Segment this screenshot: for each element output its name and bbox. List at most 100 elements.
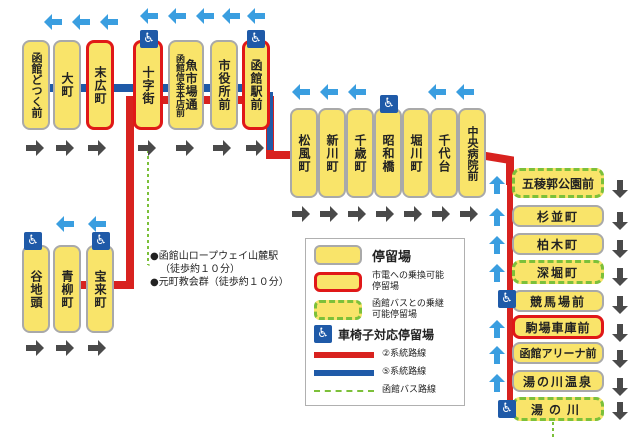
stop-uoichiba[interactable]: 函館信金本店前 魚市場通 <box>168 40 204 130</box>
note-ropeway: ●函館山ロープウェイ山麓駅 <box>150 251 279 262</box>
stop-label: 駒場車庫前 <box>525 320 591 335</box>
legend-swatch-tram <box>314 272 362 292</box>
stop-arena[interactable]: 函館アリーナ前 <box>512 342 604 364</box>
direction-left-arrow <box>100 14 118 30</box>
direction-right-arrow <box>348 206 366 222</box>
stop-label: 函館駅前 <box>249 59 263 111</box>
legend-label-stop: 停留場 <box>372 249 412 265</box>
stop-yachigashira[interactable]: 谷地頭 <box>22 245 50 333</box>
stop-chuo-byoin[interactable]: 中央病院前 <box>458 108 486 198</box>
sightseeing-note: ●函館山ロープウェイ山麓駅 （徒歩約１０分） ●元町教会群（徒歩約１０分） <box>150 250 289 289</box>
legend-label-route2: ②系統路線 <box>382 349 427 359</box>
stop-kashiwagi[interactable]: 柏木町 <box>512 233 604 255</box>
direction-left-arrow <box>348 84 366 100</box>
stop-label: 新川町 <box>325 133 339 173</box>
stop-label: 競馬場前 <box>529 294 586 309</box>
legend-swatch-stop <box>314 245 362 265</box>
direction-left-arrow <box>196 8 214 24</box>
stop-shiyakusho[interactable]: 市役所前 <box>210 40 238 130</box>
legend-row-bus-route: 函館バス路線 <box>314 385 436 396</box>
stop-label: 青柳町 <box>60 269 74 309</box>
direction-right-arrow <box>246 140 264 156</box>
direction-down-arrow <box>612 180 628 198</box>
direction-up-arrow <box>489 236 505 254</box>
direction-left-arrow <box>168 8 186 24</box>
stop-label: 谷地頭 <box>29 269 43 309</box>
stop-showabashi[interactable]: 昭和橋 <box>374 108 402 198</box>
direction-up-arrow <box>489 264 505 282</box>
stop-aoyagi[interactable]: 青柳町 <box>53 245 81 333</box>
stop-label: 湯の川 <box>530 402 585 417</box>
direction-down-arrow <box>612 350 628 368</box>
stop-chitose[interactable]: 千歳町 <box>346 108 374 198</box>
stop-chiyogadai[interactable]: 千代台 <box>430 108 458 198</box>
legend-row-wheelchair: ♿ 車椅子対応停留場 <box>314 325 434 343</box>
wheelchair-icon: ♿ <box>498 290 516 308</box>
stop-matsukaze[interactable]: 松風町 <box>290 108 318 198</box>
stop-komaba[interactable]: 駒場車庫前 <box>512 315 604 339</box>
stop-label: 宝来町 <box>93 269 107 309</box>
direction-right-arrow <box>292 206 310 222</box>
stop-yunokawa-onsen[interactable]: 湯の川温泉 <box>512 370 604 392</box>
stop-suginami[interactable]: 杉並町 <box>512 205 604 227</box>
stop-label: 大町 <box>60 72 74 98</box>
stop-label: 千歳町 <box>353 133 367 173</box>
direction-right-arrow <box>460 206 478 222</box>
stop-horikawa[interactable]: 堀川町 <box>402 108 430 198</box>
direction-left-arrow <box>56 216 74 232</box>
legend-label-bus-route: 函館バス路線 <box>382 385 437 395</box>
direction-down-arrow <box>612 212 628 230</box>
stop-fukabori[interactable]: 深堀町 <box>512 260 604 284</box>
stop-label: 湯の川温泉 <box>522 374 593 389</box>
stop-label: 市役所前 <box>217 59 231 111</box>
wheelchair-icon: ♿ <box>140 30 158 48</box>
stop-label-sub: 函館信金本店前 <box>174 53 184 117</box>
wheelchair-icon: ♿ <box>314 325 332 343</box>
legend-line-route2 <box>314 351 374 358</box>
stop-keibajo[interactable]: 競馬場前 <box>512 290 604 312</box>
legend-label-tram: 市電への乗換可能停留場 <box>372 271 445 292</box>
direction-up-arrow <box>489 320 505 338</box>
legend-row-tram: 市電への乗換可能停留場 <box>314 271 452 293</box>
stop-goryokaku[interactable]: 五稜郭公園前 <box>512 168 604 198</box>
stop-yunokawa[interactable]: 湯の川 <box>512 397 604 421</box>
stop-hakodate-dotsuku[interactable]: 函館どつく前 <box>22 40 50 130</box>
direction-right-arrow <box>88 140 106 156</box>
direction-down-arrow <box>612 268 628 286</box>
direction-right-arrow <box>88 340 106 356</box>
legend-row-route5: ⑤系統路線 <box>314 367 426 378</box>
direction-left-arrow <box>222 8 240 24</box>
direction-left-arrow <box>88 216 106 232</box>
note-ropeway-walk: （徒歩約１０分） <box>160 264 240 275</box>
direction-up-arrow <box>489 346 505 364</box>
direction-down-arrow <box>612 378 628 396</box>
direction-down-arrow <box>612 296 628 314</box>
legend-swatch-bus <box>314 300 362 320</box>
stop-label: 千代台 <box>437 133 451 173</box>
direction-right-arrow <box>376 206 394 222</box>
note-church: ●元町教会群（徒歩約１０分） <box>150 277 289 288</box>
stop-omachi[interactable]: 大町 <box>53 40 81 130</box>
stop-horaicho[interactable]: 宝来町 <box>86 245 114 333</box>
wheelchair-icon: ♿ <box>247 30 265 48</box>
legend-row-route2: ②系統路線 <box>314 349 426 360</box>
stop-jujigai[interactable]: 十字街 <box>133 40 163 130</box>
direction-right-arrow <box>213 140 231 156</box>
direction-right-arrow <box>432 206 450 222</box>
direction-right-arrow <box>56 140 74 156</box>
wheelchair-icon: ♿ <box>24 232 42 250</box>
direction-right-arrow <box>138 140 156 156</box>
stop-label: 五稜郭公園前 <box>521 176 594 191</box>
stop-suehirocho[interactable]: 末広町 <box>86 40 114 130</box>
legend-line-route5 <box>314 369 374 376</box>
direction-right-arrow <box>320 206 338 222</box>
direction-down-arrow <box>612 240 628 258</box>
stop-shinkawa[interactable]: 新川町 <box>318 108 346 198</box>
stop-label: 末広町 <box>93 65 107 105</box>
stop-label: 魚市場通 <box>184 59 198 111</box>
stop-hakodate-eki[interactable]: 函館駅前 <box>242 40 270 130</box>
direction-left-arrow <box>44 14 62 30</box>
direction-left-arrow <box>247 8 265 24</box>
direction-down-arrow <box>612 324 628 342</box>
